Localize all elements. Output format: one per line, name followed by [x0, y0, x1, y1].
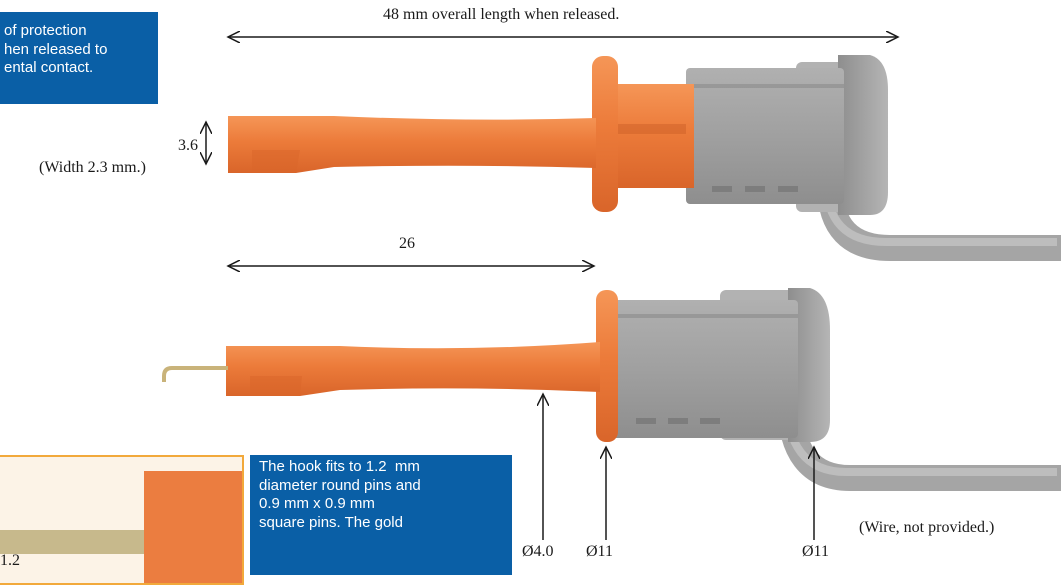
inset-pin — [0, 530, 152, 554]
hook-detail-inset — [0, 455, 244, 585]
probe-released — [228, 55, 1061, 261]
housing-cap-bottom — [788, 288, 830, 442]
housing-body-top — [686, 68, 844, 204]
gold-hook — [162, 366, 228, 382]
flange-bottom — [596, 290, 618, 442]
inset-tip — [144, 471, 242, 583]
plunger-top — [608, 84, 694, 188]
probe-extended — [162, 288, 1061, 491]
hook-width-label: (Width 2.3 mm.) — [39, 159, 146, 176]
wire-bottom — [777, 399, 1061, 491]
cap-diameter-label: Ø11 — [802, 543, 829, 560]
flange-top — [592, 56, 618, 212]
wire-note: (Wire, not provided.) — [859, 519, 995, 536]
hook-height-label: 3.6 — [178, 137, 198, 154]
overall-length-label: 48 mm overall length when released. — [383, 6, 620, 23]
tip-top — [228, 116, 596, 173]
flange-diameter-label: Ø11 — [586, 543, 613, 560]
probe-diagram — [162, 0, 1061, 540]
inset-drawing — [0, 457, 242, 583]
housing-cap-top — [838, 55, 888, 215]
dimension-lines — [206, 37, 898, 540]
tip-diameter-label: Ø4.0 — [522, 543, 554, 560]
protection-callout: of protection hen released to ental cont… — [0, 12, 158, 104]
hook-fit-callout: The hook fits to 1.2 mm diameter round p… — [250, 455, 512, 575]
housing-body-bottom — [606, 300, 798, 438]
inset-dimension-label: 1.2 — [0, 552, 20, 569]
tip-bottom — [226, 342, 600, 396]
extended-length-label: 26 — [399, 235, 415, 252]
